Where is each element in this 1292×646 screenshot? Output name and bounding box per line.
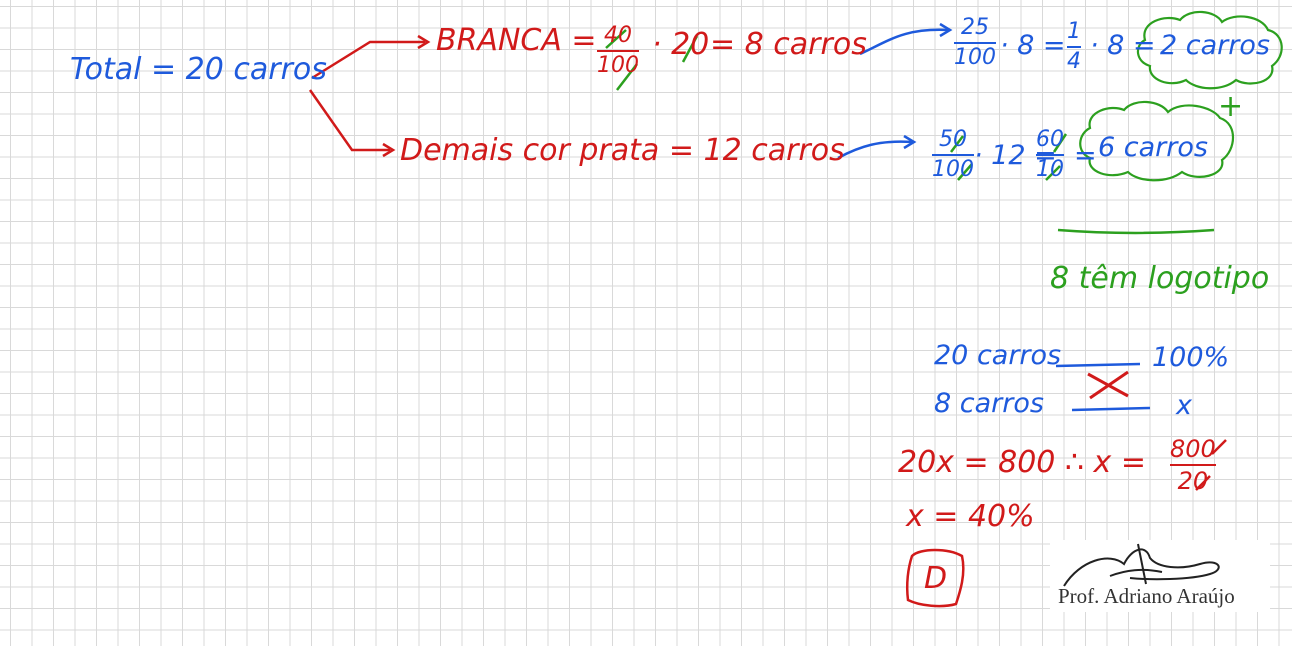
- frac-bar: [1170, 464, 1216, 467]
- calc-branca-result: 2 carros: [1160, 30, 1270, 61]
- prata-text: Demais cor prata = 12 carros: [400, 133, 845, 168]
- frac-bar: [932, 154, 974, 157]
- branca-result: = 8 carros: [710, 27, 867, 62]
- proportion-line-1: [1055, 362, 1141, 368]
- calc-prata-frac2: 60 10: [1036, 127, 1064, 183]
- signature-stamp: Prof. Adriano Araújo: [1050, 540, 1270, 612]
- signature-caption: Prof. Adriano Araújo: [1058, 584, 1235, 608]
- calc-prata-frac1-den: 100: [932, 157, 974, 183]
- final-frac-num: 800: [1170, 435, 1216, 463]
- cross-mark: [1087, 370, 1129, 400]
- frac-bar: [1036, 154, 1064, 157]
- branca-label: BRANCA =: [436, 23, 597, 58]
- arrow-prata-calc: [837, 140, 913, 160]
- proportion-line-2: [1071, 406, 1151, 412]
- branca-times: · 20: [652, 27, 710, 62]
- logo-total-text: 8 têm logotipo: [1050, 261, 1270, 296]
- signature-scribble-icon: [1063, 543, 1220, 587]
- calc-branca-times1: · 8 =: [1000, 30, 1066, 61]
- arrow-to-prata: [308, 89, 390, 152]
- plus-sign: +: [1218, 89, 1244, 124]
- arrow-to-branca: [311, 40, 425, 80]
- arrow-branca-calc: [859, 28, 949, 56]
- calc-branca-frac2: 1 4: [1067, 19, 1081, 75]
- rule-row2-right: x: [1176, 390, 1192, 421]
- calc-prata-frac1-num: 50: [939, 127, 967, 152]
- branca-fraction: 40 100: [597, 23, 639, 79]
- rule-row1-right: 100%: [1152, 342, 1230, 373]
- calc-branca-frac2-num: 1: [1067, 19, 1081, 44]
- branca-frac-den: 100: [597, 53, 639, 79]
- calc-prata-result: 6 carros: [1098, 132, 1208, 163]
- calc-branca-frac1-den: 100: [954, 45, 996, 71]
- answer-letter: D: [924, 561, 948, 596]
- calc-prata-equals: =: [1074, 140, 1097, 171]
- calc-branca-times2: · 8 =: [1090, 30, 1156, 61]
- final-fraction: 800 20: [1170, 436, 1216, 495]
- calc-prata-frac2-den: 10: [1036, 157, 1064, 183]
- final-frac-den: 20: [1177, 467, 1209, 496]
- calc-branca-frac2-den: 4: [1067, 49, 1081, 75]
- frac-bar: [954, 42, 996, 45]
- equation-text: 20x = 800 ∴ x =: [898, 445, 1146, 480]
- frac-bar: [1067, 46, 1081, 49]
- calc-prata-frac1: 50 100: [932, 127, 974, 183]
- calc-branca-frac1-num: 25: [961, 15, 989, 40]
- calc-prata-frac2-num: 60: [1036, 127, 1064, 152]
- sum-rule: [1057, 228, 1215, 235]
- total-cars-text: Total = 20 carros: [70, 52, 327, 87]
- result-text: x = 40%: [906, 499, 1035, 534]
- frac-bar: [597, 50, 639, 53]
- calc-branca-frac1: 25 100: [954, 15, 996, 71]
- rule-row1-left: 20 carros: [934, 340, 1062, 371]
- branca-frac-num: 40: [604, 23, 632, 48]
- rule-row2-left: 8 carros: [934, 388, 1044, 419]
